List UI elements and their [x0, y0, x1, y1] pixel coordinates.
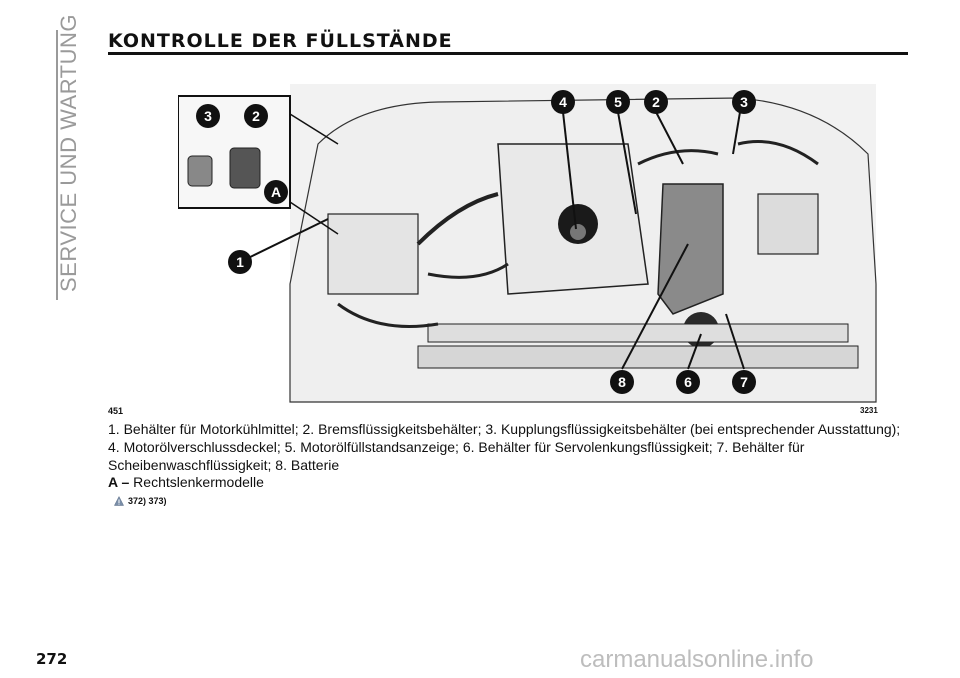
svg-text:7: 7 — [740, 374, 748, 390]
callout-2: 2 — [644, 90, 668, 114]
callout-4: 4 — [551, 90, 575, 114]
svg-text:2: 2 — [252, 108, 260, 124]
svg-text:4: 4 — [559, 94, 567, 110]
svg-text:A: A — [271, 184, 281, 200]
callout-1: 1 — [228, 250, 252, 274]
svg-text:3: 3 — [740, 94, 748, 110]
figure-caption: 1. Behälter für Motorkühlmittel; 2. Brem… — [108, 421, 901, 473]
chapter-tab-bar — [56, 30, 58, 300]
warning-triangle-icon — [114, 496, 124, 506]
callout-8: 8 — [610, 370, 634, 394]
callout-5: 5 — [606, 90, 630, 114]
figure-number: 451 — [108, 406, 124, 416]
page-number: 272 — [36, 650, 68, 668]
page-title: KONTROLLE DER FÜLLSTÄNDE — [108, 30, 453, 52]
svg-text:6: 6 — [684, 374, 692, 390]
callout-7: 7 — [732, 370, 756, 394]
title-rule — [108, 52, 908, 55]
watermark: carmanualsonline.info — [580, 646, 814, 673]
figure-code: 3231 — [860, 406, 878, 415]
warning-refs-text: 372) 373) — [128, 496, 167, 506]
warning-references: 372) 373) — [114, 496, 167, 506]
svg-text:5: 5 — [614, 94, 622, 110]
chapter-side-tab: SERVICE UND WARTUNG — [56, 14, 81, 300]
callout-2-inset: 2 — [244, 104, 268, 128]
svg-text:1: 1 — [236, 254, 244, 270]
chapter-label: SERVICE UND WARTUNG — [56, 13, 81, 292]
callout-3: 3 — [732, 90, 756, 114]
svg-text:8: 8 — [618, 374, 626, 390]
callout-3-inset: 3 — [196, 104, 220, 128]
callout-6: 6 — [676, 370, 700, 394]
engine-bay-illustration: 3 2 A 1 4 5 2 3 8 6 7 — [178, 84, 877, 403]
callout-a-inset: A — [264, 180, 288, 204]
svg-text:2: 2 — [652, 94, 660, 110]
svg-text:3: 3 — [204, 108, 212, 124]
legend-text: Rechtslenkermodelle — [133, 474, 264, 490]
legend-key: A – — [108, 474, 130, 490]
legend-a: A – Rechtslenkermodelle — [108, 474, 264, 490]
